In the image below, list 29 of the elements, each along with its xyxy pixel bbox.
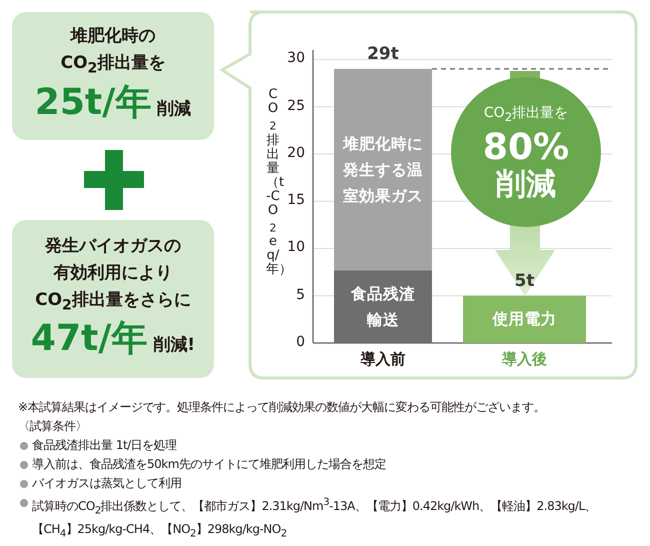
note-text: 食品残渣排出量 1t/日を処理 bbox=[32, 437, 178, 454]
note-text: 〈試算条件〉 bbox=[18, 418, 88, 435]
note-text: ※本試算結果はイメージです。処理条件によって削減効果の数値が大幅に変わる可能性がございます。 bbox=[18, 399, 546, 416]
callout-text: 発生バイオガスの有効利用によりCO$_{2}$排出量をさらに bbox=[35, 234, 191, 316]
tick-label: 30 bbox=[286, 50, 305, 66]
circle-text: CO$_{2}$排出量を bbox=[484, 104, 568, 126]
callout-box bbox=[12, 220, 214, 378]
note-text: 試算時のCO$_{2}$排出係数として、【都市ガス】2.31kg/Nm$^{3}$-13A、【電力】0.42kg/kWh、【軽油】2.83kg/L、【CH$_{4}$】25kg/kg-CH4、【NO$_{2}$】298kg/kg-NO$_{2}$ bbox=[32, 496, 598, 542]
tick-label: 0 bbox=[295, 334, 305, 350]
tick-label: 20 bbox=[286, 144, 305, 161]
tick-label: 25 bbox=[286, 98, 305, 114]
callout-box bbox=[12, 12, 214, 140]
reduction-figure: 47t/年 削減! bbox=[30, 319, 196, 362]
percentage-figure: 80% bbox=[482, 128, 570, 168]
segment-label: 食品残渣輸送 bbox=[350, 284, 416, 331]
segment-label: 堆肥化時に発生する温室効果ガス bbox=[342, 134, 424, 207]
reduction-figure: 25t/年 削減 bbox=[34, 82, 192, 125]
circle-text: 削減 bbox=[496, 168, 556, 202]
tick-label: 5 bbox=[295, 286, 305, 303]
tick-label: 15 bbox=[286, 192, 305, 208]
category-label: 導入前 bbox=[360, 350, 406, 369]
value-label: 5t bbox=[514, 270, 536, 291]
segment-label: 使用電力 bbox=[491, 309, 558, 330]
value-label: 29t bbox=[366, 44, 400, 64]
note-text: 導入前は、食品残渣を50km先のサイトにて堆肥利用した場合を想定 bbox=[32, 456, 387, 473]
callout-text: 堆肥化時のCO$_{2}$排出量を bbox=[60, 25, 166, 79]
category-label: 導入後 bbox=[501, 350, 548, 369]
tick-label: 10 bbox=[286, 239, 305, 256]
note-text: バイオガスは蒸気として利用 bbox=[32, 475, 182, 492]
